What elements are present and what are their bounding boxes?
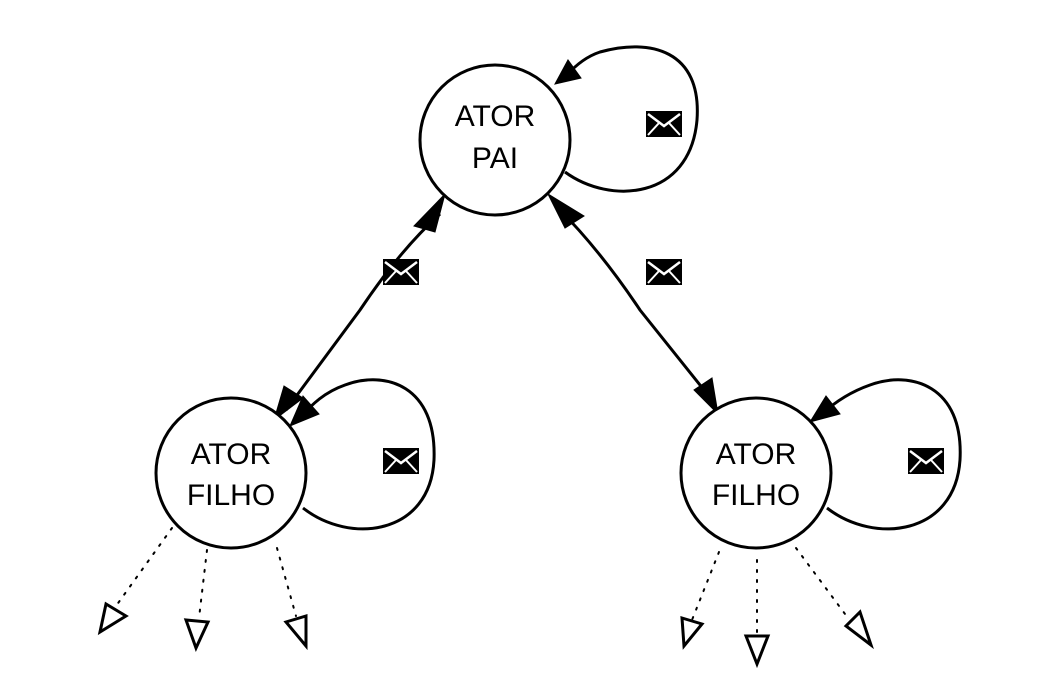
node-child-left: ATOR FILHO: [154, 396, 308, 550]
arrowhead-into-parent-left: [413, 192, 446, 233]
open-triangle-arrow-icon: [283, 613, 308, 651]
node-parent: ATOR PAI: [418, 63, 572, 217]
envelope-icon: [383, 259, 419, 285]
node-child-left-label-line1: ATOR: [191, 438, 272, 471]
spawn-line-left-3: [276, 547, 297, 617]
open-triangle-arrow-icon: [843, 609, 874, 650]
node-parent-label-line1: ATOR: [455, 100, 536, 133]
envelope-icon: [646, 111, 682, 137]
arrowhead-into-parent-right: [546, 192, 585, 229]
spawn-line-left-2: [198, 549, 208, 619]
self-loop-parent: [564, 45, 699, 193]
open-triangle-arrow-icon: [680, 615, 705, 650]
spawn-line-left-1: [115, 527, 173, 607]
spawn-line-right-3: [795, 547, 849, 619]
envelope-icon: [908, 448, 944, 474]
node-child-right: ATOR FILHO: [679, 396, 833, 550]
node-parent-label-line2: PAI: [472, 142, 518, 175]
edge-parent-right-child: [556, 206, 714, 401]
open-triangle-arrow-icon: [97, 601, 129, 636]
self-loop-left-child-arrowhead: [289, 395, 320, 427]
open-triangle-arrow-icon: [183, 618, 211, 652]
spawn-line-right-1: [691, 551, 720, 621]
node-child-right-label-line1: ATOR: [716, 438, 797, 471]
node-child-left-label-line2: FILHO: [187, 479, 275, 512]
self-loop-right-child: [820, 378, 962, 531]
arrowhead-into-left-child: [273, 385, 304, 422]
node-child-right-label-line2: FILHO: [712, 479, 800, 512]
self-loop-parent-arrowhead: [554, 59, 582, 85]
self-loop-right-child-arrowhead: [808, 395, 841, 423]
arrowhead-into-right-child: [693, 377, 719, 416]
envelope-icon: [383, 448, 419, 474]
self-loop-left-child: [298, 378, 436, 531]
envelope-icon: [646, 259, 682, 285]
open-triangle-arrow-icon: [743, 634, 771, 669]
